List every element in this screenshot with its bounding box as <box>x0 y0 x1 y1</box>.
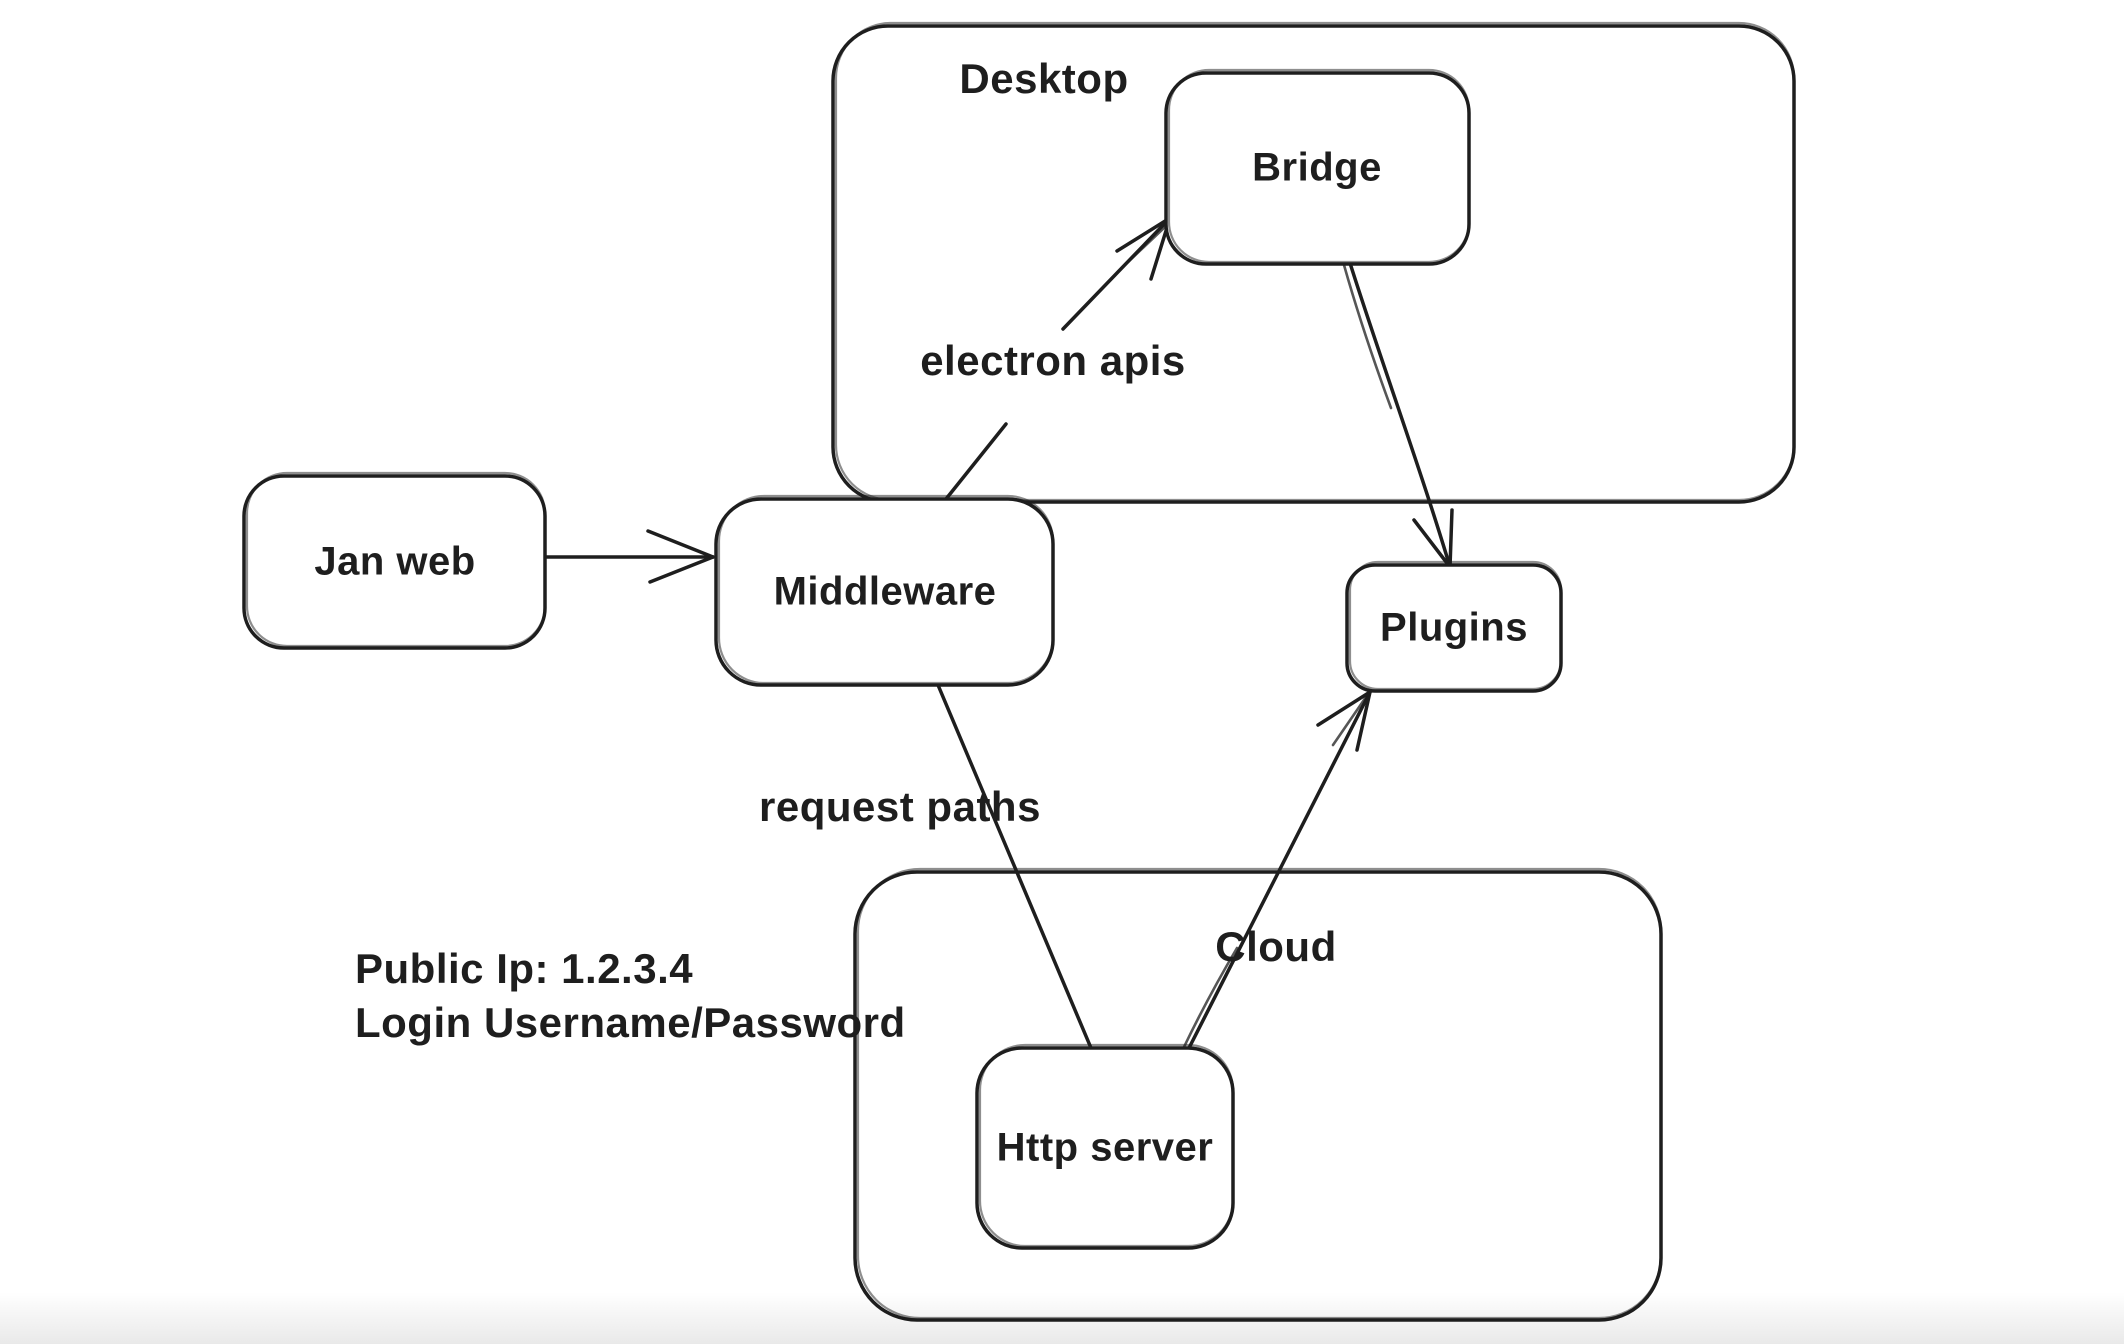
desktop-container-label[interactable]: Desktop <box>959 55 1129 102</box>
arrowhead-middleware <box>646 529 715 559</box>
request-paths-edge-label[interactable]: request paths <box>759 783 1041 830</box>
cloud-container-box-sketch-stroke <box>856 867 1663 1320</box>
httpserver-node-box-sketch-stroke <box>978 1043 1235 1248</box>
edge-bridge-to-plugins[interactable] <box>1342 261 1454 569</box>
electron-apis-edge-label[interactable]: electron apis <box>912 335 1194 387</box>
httpserver-node-label[interactable]: Http server <box>996 1125 1214 1170</box>
arrowhead-middleware <box>648 555 715 584</box>
arrowhead-plugins-top <box>1412 518 1452 569</box>
credentials-note[interactable]: Public Ip: 1.2.3.4 Login Username/Passwo… <box>355 942 906 1050</box>
arrowhead-plugins-bottom-sketch <box>1331 695 1368 747</box>
edge-httpserver-to-plugins[interactable] <box>1182 690 1372 1050</box>
arrowhead-plugins-bottom <box>1355 690 1372 752</box>
plugins-node-label[interactable]: Plugins <box>1380 605 1528 650</box>
login-note-line: Login Username/Password <box>355 999 906 1046</box>
arrowhead-bridge-sketch <box>1126 224 1168 264</box>
arrowhead-bridge <box>1115 216 1172 253</box>
edge-httpserver-plugins-sketch-stroke <box>1182 946 1239 1049</box>
middleware-node-box-sketch-stroke <box>717 494 1055 685</box>
janweb-node-box-sketch-stroke <box>245 471 547 648</box>
public-ip-note-line: Public Ip: 1.2.3.4 <box>355 945 694 992</box>
plugins-node-box-sketch-stroke <box>1348 560 1563 691</box>
edge-middleware-to-httpserver[interactable] <box>936 683 1093 1050</box>
middleware-node-label[interactable]: Middleware <box>773 569 997 614</box>
bridge-node-box-sketch-stroke <box>1167 68 1471 264</box>
janweb-node-label[interactable]: Jan web <box>314 539 476 584</box>
arrowhead-plugins-bottom <box>1316 690 1372 727</box>
bridge-node-label[interactable]: Bridge <box>1252 145 1382 190</box>
edge-bridge-plugins-sketch-stroke <box>1342 263 1393 410</box>
cloud-container-label[interactable]: Cloud <box>1215 923 1337 970</box>
desktop-container-box-sketch-stroke <box>834 21 1796 502</box>
edge-janweb-to-middleware[interactable] <box>543 529 715 584</box>
arrowhead-plugins-top <box>1448 508 1454 569</box>
